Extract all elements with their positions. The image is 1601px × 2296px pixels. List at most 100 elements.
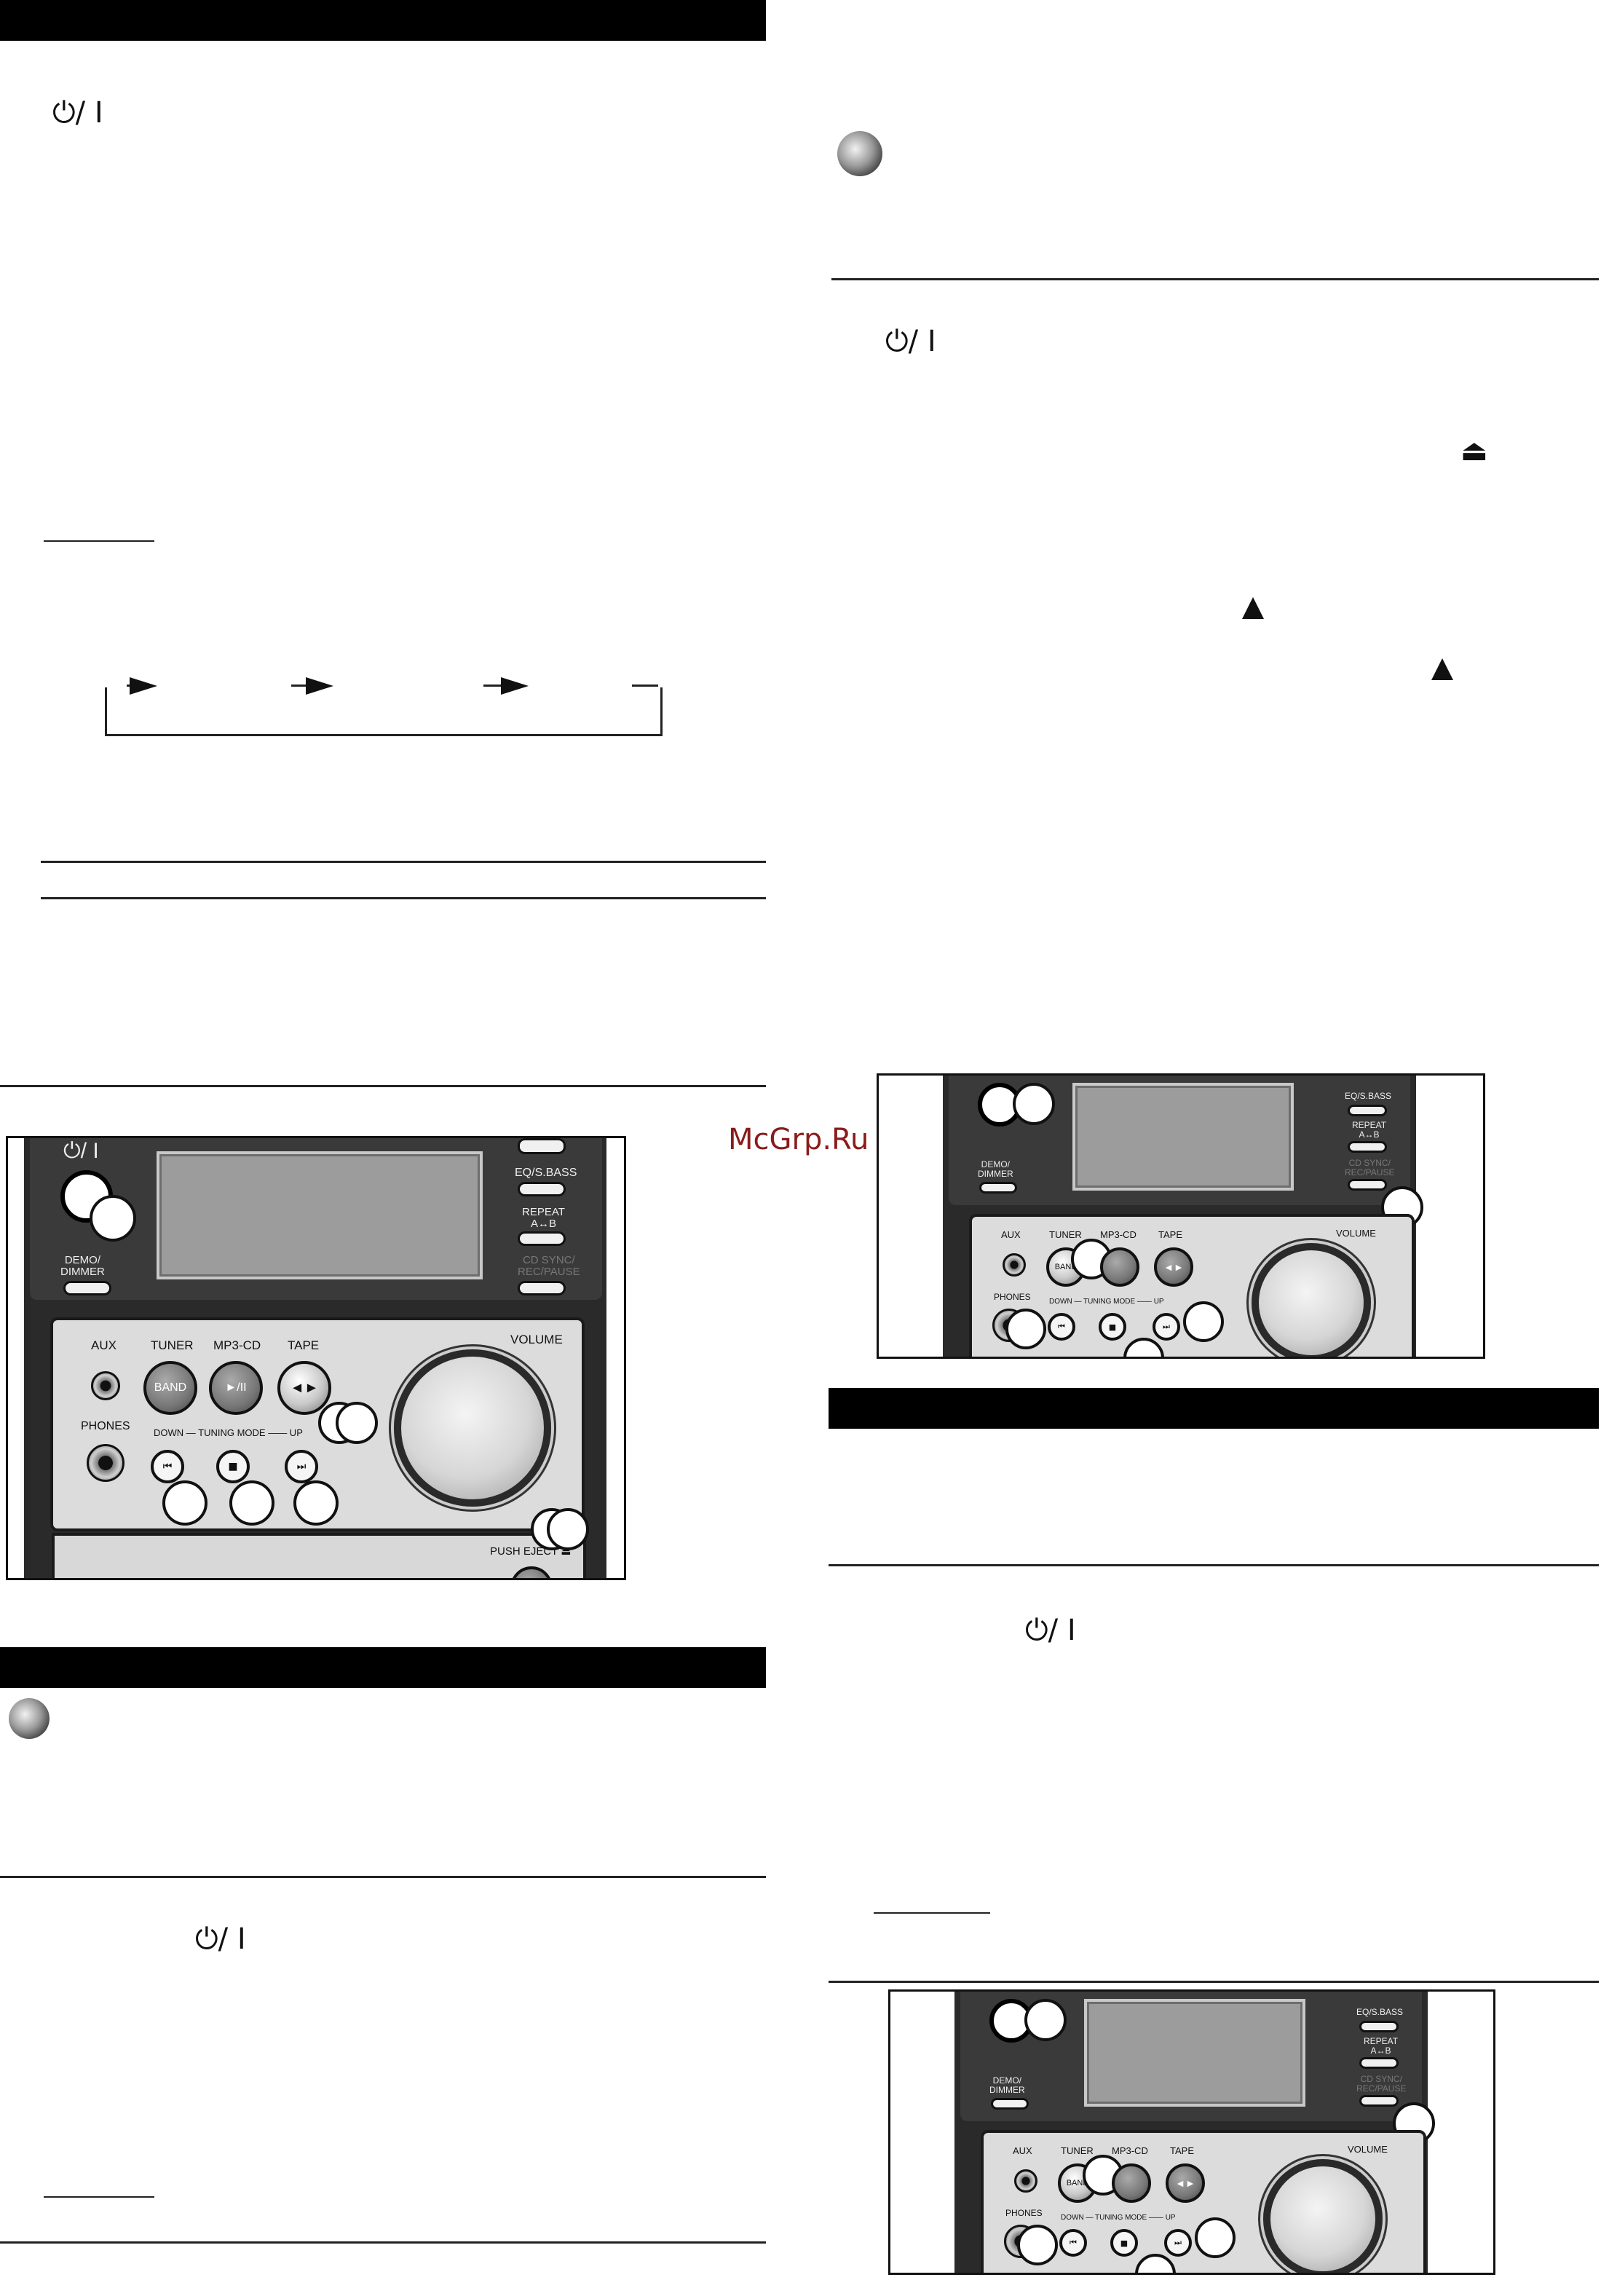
- next-button[interactable]: ⏭: [1164, 2229, 1192, 2257]
- callout: [1024, 1999, 1067, 2041]
- section-header-bar-1: [0, 0, 766, 41]
- phones-label: PHONES: [994, 1292, 1031, 1302]
- demo-label: DEMO/ DIMMER: [978, 1159, 1013, 1179]
- arrow-right-icon: [306, 677, 333, 695]
- underline-1: [44, 540, 154, 542]
- stop-button[interactable]: ■: [216, 1450, 250, 1483]
- band-button[interactable]: BAND: [143, 1361, 197, 1415]
- device-illustration-left: ⏻/ I DEMO/ DIMMER EQ/S.BASS REPEAT A↔B C…: [6, 1136, 626, 1580]
- aux-jack: [1003, 1253, 1026, 1277]
- tape-button[interactable]: ◄►: [277, 1361, 331, 1415]
- demo-button[interactable]: [63, 1281, 111, 1295]
- divider: [0, 1876, 766, 1878]
- watermark: McGrp.Ru: [728, 1123, 869, 1156]
- divider: [0, 1085, 766, 1087]
- tuner-label: TUNER: [151, 1338, 194, 1352]
- cdsync-button[interactable]: [1359, 2095, 1399, 2107]
- bullet-icon: [9, 1698, 50, 1739]
- volume-knob[interactable]: [394, 1349, 551, 1507]
- callout: [162, 1480, 207, 1526]
- cdsync-label: CD SYNC/ REC/PAUSE: [1356, 2074, 1407, 2094]
- stop-button[interactable]: ■: [1110, 2229, 1138, 2257]
- divider: [41, 897, 766, 899]
- tuner-label: TUNER: [1061, 2145, 1094, 2156]
- power-symbol-1: ⏻/ I: [52, 96, 103, 130]
- tuning-label: DOWN — TUNING MODE —— UP: [1049, 1298, 1164, 1306]
- device-illustration-right-top: DEMO/ DIMMER EQ/S.BASS REPEAT A↔B CD SYN…: [877, 1073, 1485, 1359]
- repeat-button[interactable]: [1359, 2057, 1399, 2069]
- repeat-button[interactable]: [518, 1231, 566, 1246]
- phones-label: PHONES: [1005, 2208, 1043, 2218]
- divider: [41, 861, 766, 863]
- eject-icon: ⏏: [1460, 434, 1488, 468]
- prev-button[interactable]: ⏮: [1048, 1313, 1075, 1341]
- mp3-label: MP3-CD: [1112, 2145, 1148, 2156]
- tuning-label: DOWN — TUNING MODE —— UP: [1061, 2214, 1176, 2222]
- play-pause-button[interactable]: [1112, 2163, 1151, 2203]
- tape-label: TAPE: [288, 1338, 320, 1352]
- tape-label: TAPE: [1170, 2145, 1194, 2156]
- callout: [547, 1508, 589, 1550]
- cdsync-label: CD SYNC/ REC/PAUSE: [518, 1254, 580, 1278]
- prev-button[interactable]: ⏮: [151, 1450, 184, 1483]
- callout: [1195, 2217, 1236, 2258]
- repeat-button[interactable]: [1348, 1141, 1387, 1153]
- device-illustration-right-bottom: DEMO/ DIMMER EQ/S.BASS REPEAT A↔B CD SYN…: [888, 1989, 1495, 2275]
- power-symbol-3: ⏻/ I: [885, 325, 936, 358]
- eq-label: EQ/S.BASS: [515, 1167, 577, 1179]
- tuner-label: TUNER: [1049, 1229, 1082, 1240]
- underline-3: [874, 1912, 990, 1914]
- play-pause-button[interactable]: [1100, 1247, 1139, 1287]
- divider: [0, 2241, 766, 2244]
- callout: [90, 1195, 136, 1242]
- aux-label: AUX: [1013, 2145, 1032, 2156]
- phones-label: PHONES: [81, 1420, 130, 1432]
- stop-button[interactable]: ■: [1099, 1313, 1126, 1341]
- cdsync-button[interactable]: [1348, 1179, 1387, 1191]
- demo-label: DEMO/ DIMMER: [989, 2075, 1025, 2095]
- callout: [1017, 2225, 1058, 2265]
- tape-button[interactable]: ◄►: [1154, 1247, 1193, 1287]
- display-screen: [1084, 1999, 1305, 2107]
- play-pause-button[interactable]: ►/II: [209, 1361, 263, 1415]
- underline-2: [44, 2196, 154, 2198]
- callout: [1005, 1309, 1046, 1349]
- divider: [829, 1981, 1599, 1983]
- demo-button[interactable]: [979, 1182, 1017, 1194]
- power-symbol-2: ⏻/ I: [195, 1922, 246, 1956]
- mp3-label: MP3-CD: [213, 1338, 261, 1352]
- next-button[interactable]: ⏭: [285, 1450, 318, 1483]
- power-label: ⏻/ I: [63, 1139, 99, 1163]
- repeat-label: REPEAT A↔B: [1352, 1120, 1387, 1140]
- prev-button[interactable]: ⏮: [1059, 2229, 1087, 2257]
- callout: [293, 1480, 339, 1526]
- bullet-icon: [837, 131, 882, 176]
- eq-button[interactable]: [518, 1182, 566, 1196]
- aux-jack: [91, 1371, 120, 1400]
- demo-label: DEMO/ DIMMER: [60, 1254, 105, 1278]
- callout: [1183, 1301, 1224, 1342]
- volume-knob[interactable]: [1263, 2159, 1383, 2273]
- power-symbol-4: ⏻/ I: [1025, 1614, 1076, 1647]
- volume-knob[interactable]: [1252, 1243, 1371, 1357]
- tape-label: TAPE: [1158, 1229, 1182, 1240]
- callout: [336, 1402, 378, 1444]
- top-button[interactable]: [518, 1138, 566, 1154]
- next-button[interactable]: ⏭: [1153, 1313, 1180, 1341]
- cdsync-button[interactable]: [518, 1281, 566, 1295]
- triangle-up-icon: [1431, 658, 1453, 680]
- display-screen: [1072, 1083, 1294, 1191]
- eq-button[interactable]: [1359, 2021, 1399, 2032]
- demo-button[interactable]: [991, 2098, 1029, 2110]
- section-header-bar-3: [829, 1388, 1599, 1429]
- volume-label: VOLUME: [1348, 2144, 1388, 2155]
- callout: [1013, 1083, 1055, 1125]
- eq-button[interactable]: [1348, 1105, 1387, 1116]
- volume-label: VOLUME: [1336, 1228, 1376, 1239]
- divider: [831, 278, 1599, 280]
- volume-label: VOLUME: [510, 1333, 563, 1346]
- tape-button[interactable]: ◄►: [1166, 2163, 1205, 2203]
- arrow-right-icon: [501, 677, 529, 695]
- cycle-arrow-line: [105, 687, 663, 736]
- repeat-label: REPEAT A↔B: [522, 1206, 565, 1230]
